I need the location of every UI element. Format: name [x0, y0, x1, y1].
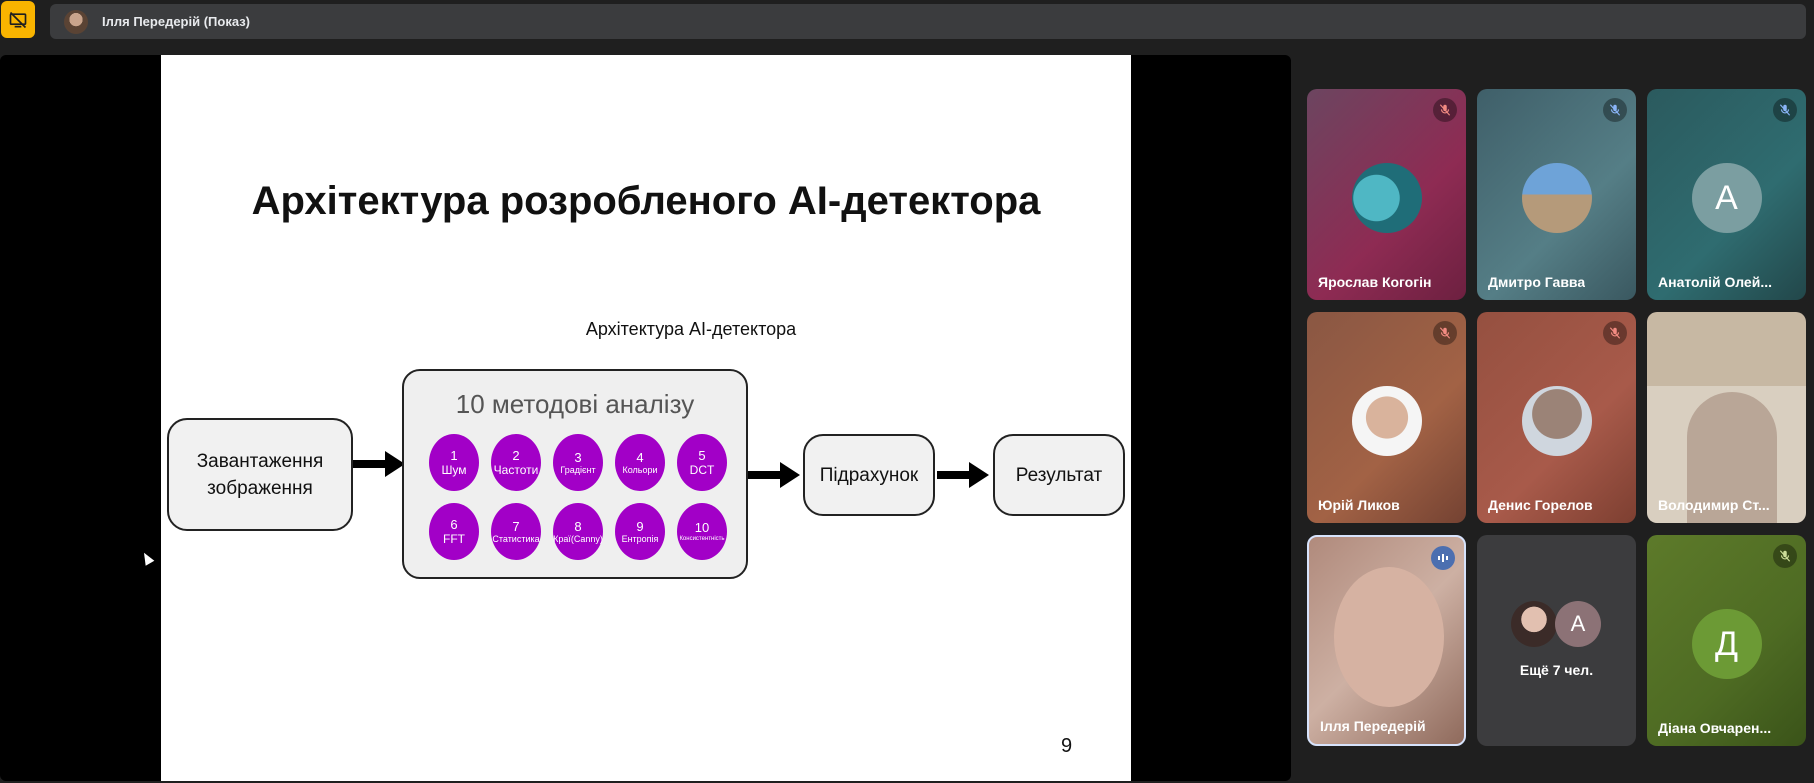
avatar	[1351, 163, 1422, 233]
upload-line-2: зображення	[207, 477, 313, 499]
avatar	[1511, 601, 1557, 647]
participant-tile[interactable]: Юрій Ликов	[1307, 312, 1466, 523]
count-label: Підрахунок	[819, 464, 919, 486]
mic-off-icon	[1433, 98, 1457, 122]
arrow-right-icon	[353, 451, 405, 477]
present-badge[interactable]	[1, 1, 35, 38]
avatar	[1521, 386, 1592, 456]
screen-share-off-icon	[9, 11, 27, 28]
participant-name: Дмитро Гавва	[1488, 274, 1586, 290]
result-label: Результат	[1015, 464, 1103, 486]
mic-off-icon	[1773, 544, 1797, 568]
participant-name: Анатолій Олей...	[1658, 274, 1772, 290]
participant-tile[interactable]: Ярослав Когогін	[1307, 89, 1466, 300]
avatar: А	[1555, 601, 1601, 647]
mouse-cursor-icon	[139, 550, 155, 566]
speaking-icon	[1431, 546, 1455, 570]
avatar: Д	[1691, 609, 1762, 679]
mic-off-icon	[1773, 98, 1797, 122]
presenter-label: Ілля Передерій (Показ)	[102, 14, 251, 29]
participant-tile[interactable]: Володимир Ст...	[1647, 312, 1806, 523]
methods-title: 10 методові аналізу	[455, 389, 695, 419]
mic-off-icon	[1433, 321, 1457, 345]
arrow-right-icon	[748, 462, 800, 488]
shared-slide: Архітектура розробленого AI-детектора Ар…	[161, 55, 1131, 781]
participant-name: Ярослав Когогін	[1318, 274, 1432, 290]
slide-number: 9	[1061, 735, 1073, 757]
diagram-title: Архітектура AI-детектора	[585, 319, 797, 339]
presentation-bar[interactable]: Ілля Передерій (Показ)	[50, 4, 1806, 39]
participant-name: Ілля Передерій	[1320, 718, 1426, 734]
arrow-right-icon	[937, 462, 989, 488]
more-participants-label: Ещё 7 чел.	[1519, 662, 1594, 678]
avatar	[1351, 386, 1422, 456]
presentation-stage[interactable]: Архітектура розробленого AI-детектора Ар…	[0, 55, 1291, 781]
mic-off-icon	[1603, 98, 1627, 122]
participant-tile[interactable]: Дмитро Гавва	[1477, 89, 1636, 300]
participant-tile[interactable]: Ілля Передерій	[1307, 535, 1466, 746]
participant-tile[interactable]: А Анатолій Олей...	[1647, 89, 1806, 300]
avatar: А	[1691, 163, 1762, 233]
count-box: Підрахунок	[803, 434, 935, 516]
participant-name: Діана Овчарен...	[1658, 720, 1772, 736]
participant-name: Юрій Ликов	[1318, 497, 1400, 513]
participant-tile-others[interactable]: А Ещё 7 чел.	[1477, 535, 1636, 746]
result-box: Результат	[993, 434, 1125, 516]
participant-tile[interactable]: Денис Горелов	[1477, 312, 1636, 523]
avatar	[1521, 163, 1592, 233]
presenter-avatar	[64, 9, 88, 34]
upload-line-1: Завантаження	[196, 450, 324, 472]
mic-off-icon	[1603, 321, 1627, 345]
participant-tile[interactable]: Д Діана Овчарен...	[1647, 535, 1806, 746]
participant-name: Володимир Ст...	[1658, 497, 1770, 513]
slide-title: Архітектура розробленого AI-детектора	[251, 179, 1041, 223]
participant-video	[1687, 392, 1777, 523]
participant-video	[1334, 567, 1444, 707]
upload-box: Завантаження зображення	[167, 418, 353, 531]
participant-name: Денис Горелов	[1488, 497, 1593, 513]
